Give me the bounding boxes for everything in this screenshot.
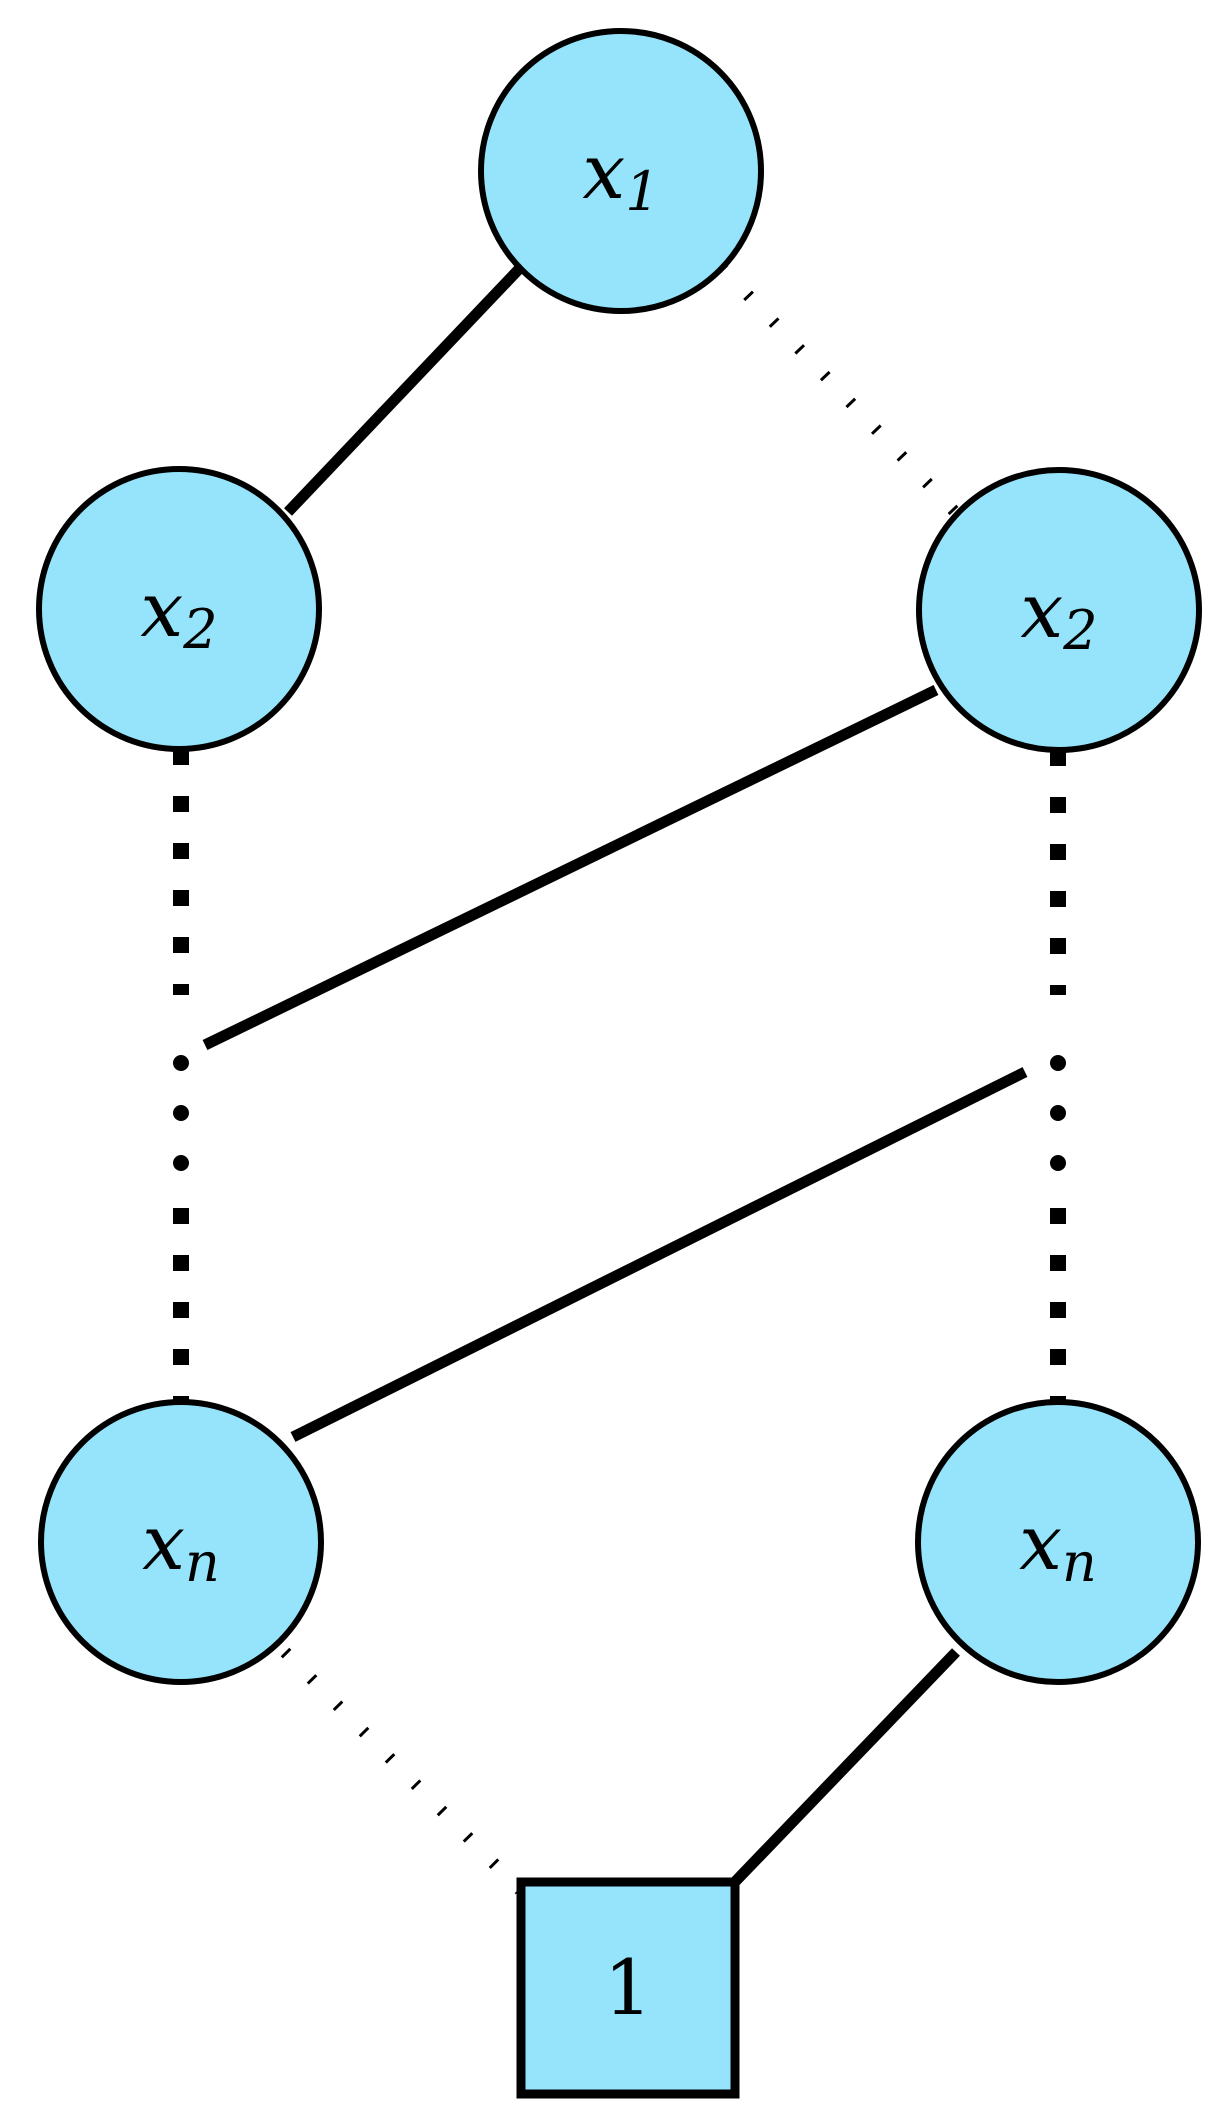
node-xn-left-label: xn xyxy=(142,1498,220,1594)
node-xn-left-circle[interactable] xyxy=(38,1399,324,1685)
node-x1-circle[interactable] xyxy=(478,28,764,314)
node-one[interactable]: 1 xyxy=(516,1877,740,2099)
node-x2-right-circle[interactable] xyxy=(916,467,1202,753)
edge-xn-right-to-one xyxy=(727,1648,960,1890)
node-xn-left-label-sub: n xyxy=(185,1531,220,1594)
node-xn-left[interactable]: xn xyxy=(38,1399,324,1685)
node-xn-right-circle[interactable] xyxy=(915,1399,1201,1685)
node-x2-right[interactable]: x2 xyxy=(916,467,1202,753)
edge-x2-right-to-middle xyxy=(202,685,939,1050)
node-x1-label-base: x xyxy=(582,127,625,216)
node-xn-left-label-base: x xyxy=(142,1498,185,1587)
node-xn-right[interactable]: xn xyxy=(915,1399,1201,1685)
edge-x1-to-x2-left xyxy=(284,264,524,516)
edge-x2-left-to-xn-left-dotted xyxy=(173,749,189,1403)
node-xn-right-label: xn xyxy=(1019,1498,1097,1594)
node-x1-label: x1 xyxy=(582,127,659,223)
node-xn-right-label-base: x xyxy=(1019,1498,1062,1587)
node-x1-label-sub: 1 xyxy=(625,160,659,223)
node-one-label: 1 xyxy=(604,1943,652,2032)
node-x2-right-label: x2 xyxy=(1020,566,1097,662)
edge-middle-to-xn-left xyxy=(290,1067,1028,1442)
node-x2-left-circle[interactable] xyxy=(36,466,322,752)
node-x2-left-label: x2 xyxy=(140,565,217,661)
node-x2-left[interactable]: x2 xyxy=(36,466,322,752)
node-x2-right-label-sub: 2 xyxy=(1062,599,1097,662)
node-one-square[interactable] xyxy=(516,1877,740,2099)
edge-x1-to-x2-right xyxy=(717,263,960,517)
node-x2-right-label-base: x xyxy=(1020,566,1063,655)
node-x1[interactable]: x1 xyxy=(478,28,764,314)
node-layer: x1 x2 x2 xn xyxy=(36,28,1202,2099)
node-x2-left-label-sub: 2 xyxy=(182,598,217,661)
node-x2-left-label-base: x xyxy=(140,565,183,654)
edge-layer xyxy=(173,263,1066,1895)
node-xn-right-label-sub: n xyxy=(1062,1531,1097,1594)
edge-xn-left-to-one xyxy=(280,1647,525,1895)
edge-x2-right-to-xn-right-dotted xyxy=(1050,750,1066,1403)
